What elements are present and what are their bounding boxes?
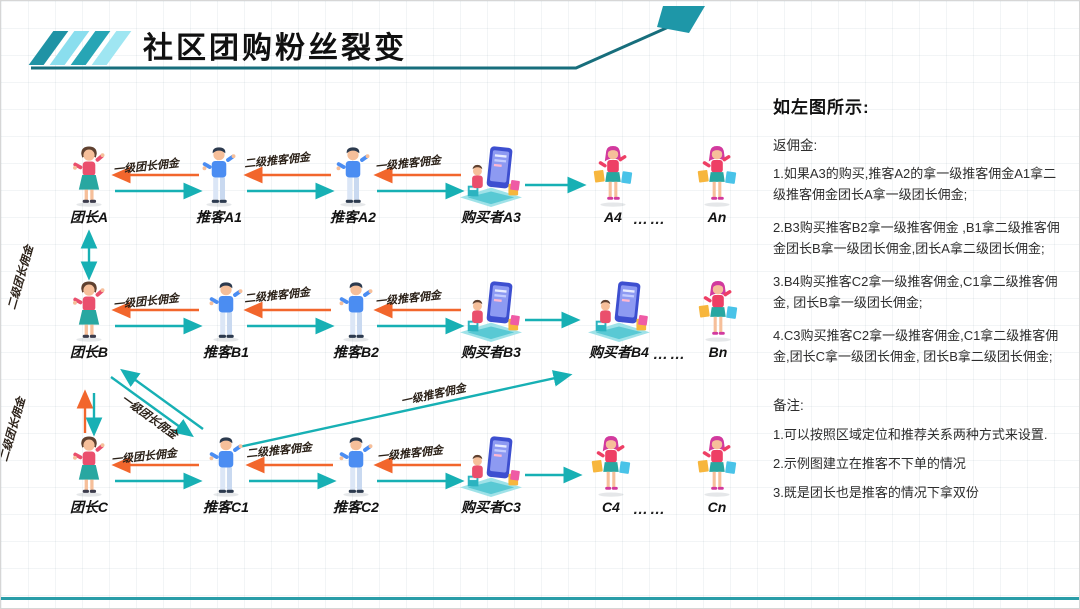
leader-woman-icon <box>62 280 116 342</box>
node-promoter-a2: 推客A2 <box>308 145 398 225</box>
node-buyer-c3: 购买者C3 <box>446 435 536 515</box>
shopper-woman-icon <box>689 435 745 497</box>
panel-item-2: 2.B3购买推客B2拿一级推客佣金 ,B1拿二级推客佣金团长B拿一级团长佣金,团… <box>773 219 1060 257</box>
node-promoter-a1: 推客A1 <box>174 145 264 225</box>
promoter-man-icon <box>192 145 246 207</box>
node-buyer-a3: 购买者A3 <box>446 145 536 225</box>
buyer-phone-icon <box>455 435 527 497</box>
promoter-man-icon <box>329 435 383 497</box>
node-promoter-b2: 推客B2 <box>311 280 401 360</box>
explanation-panel: 如左图所示: 返佣金: 1.如果A3的购买,推客A2的拿一级推客佣金A1拿二级推… <box>773 93 1069 512</box>
node-promoter-c1: 推客C1 <box>181 435 271 515</box>
node-label-shopper-an: An <box>707 209 727 225</box>
promoter-man-icon <box>199 435 253 497</box>
node-shopper-cn: Cn <box>672 435 762 515</box>
shopper-woman-icon <box>690 280 746 342</box>
buyer-phone-icon <box>455 280 527 342</box>
panel-item-1: 1.如果A3的购买,推客A2的拿一级推客佣金A1拿二级推客佣金团长A拿一级团长佣… <box>773 166 1057 203</box>
shopper-woman-icon <box>689 145 745 207</box>
node-label-leader-a: 团长A <box>69 209 109 225</box>
node-shopper-an: An <box>672 145 762 225</box>
panel-subheading: 返佣金: <box>773 138 818 153</box>
node-leader-c: 团长C <box>44 435 134 515</box>
promoter-man-icon <box>326 145 380 207</box>
ellipsis-row-a: …… <box>633 211 667 228</box>
node-label-promoter-c2: 推客C2 <box>333 499 379 515</box>
node-buyer-b4: 购买者B4 <box>574 280 664 360</box>
node-label-buyer-b4: 购买者B4 <box>589 344 649 360</box>
node-shopper-bn: Bn <box>673 280 763 360</box>
page-title: 社区团购粉丝裂变 <box>143 32 407 65</box>
node-label-promoter-b2: 推客B2 <box>333 344 379 360</box>
node-promoter-b1: 推客B1 <box>181 280 271 360</box>
buyer-phone-icon <box>583 280 655 342</box>
panel-note-2: 2.示例图建立在推客不下单的情况 <box>773 455 966 471</box>
panel-item-3: 3.B4购买推客C2拿一级推客佣金,C1拿二级推客佣金, 团长B拿一级团长佣金; <box>773 273 1058 311</box>
node-label-buyer-a3: 购买者A3 <box>461 209 521 225</box>
bottom-accent-bar <box>1 597 1079 600</box>
node-label-buyer-c3: 购买者C3 <box>461 499 521 515</box>
node-label-promoter-a1: 推客A1 <box>196 209 242 225</box>
node-shopper-c4: C4 <box>566 435 656 515</box>
panel-note-heading: 备注: <box>773 397 804 413</box>
node-label-leader-b: 团长B <box>69 344 109 360</box>
panel-item-4: 4.C3购买推客C2拿一级推客佣金,C1拿二级推客佣金,团长C拿一级团长佣金, … <box>773 327 1059 365</box>
node-label-promoter-a2: 推客A2 <box>330 209 376 225</box>
node-buyer-b3: 购买者B3 <box>446 280 536 360</box>
title-slashes-decoration <box>28 31 132 65</box>
promoter-man-icon <box>329 280 383 342</box>
node-label-promoter-c1: 推客C1 <box>203 499 249 515</box>
leader-woman-icon <box>62 145 116 207</box>
node-leader-a: 团长A <box>44 145 134 225</box>
ellipsis-row-b: …… <box>653 346 687 363</box>
node-shopper-a4: A4 <box>568 145 658 225</box>
node-label-shopper-a4: A4 <box>604 209 622 225</box>
node-label-shopper-bn: Bn <box>708 344 728 360</box>
node-leader-b: 团长B <box>44 280 134 360</box>
panel-note-3: 3.既是团长也是推客的情况下拿双份 <box>773 485 979 501</box>
node-label-promoter-b1: 推客B1 <box>203 344 249 360</box>
node-label-shopper-c4: C4 <box>602 499 620 515</box>
node-label-leader-c: 团长C <box>69 499 109 515</box>
node-promoter-c2: 推客C2 <box>311 435 401 515</box>
shopper-woman-icon <box>583 435 639 497</box>
shopper-woman-icon <box>585 145 641 207</box>
node-label-buyer-b3: 购买者B3 <box>461 344 521 360</box>
panel-note-1: 1.可以按照区域定位和推荐关系两种方式来设置. <box>773 426 1048 442</box>
leader-woman-icon <box>62 435 116 497</box>
node-label-shopper-cn: Cn <box>707 499 727 515</box>
buyer-phone-icon <box>455 145 527 207</box>
ellipsis-row-c: …… <box>633 501 667 518</box>
panel-heading: 如左图所示: <box>773 98 870 117</box>
